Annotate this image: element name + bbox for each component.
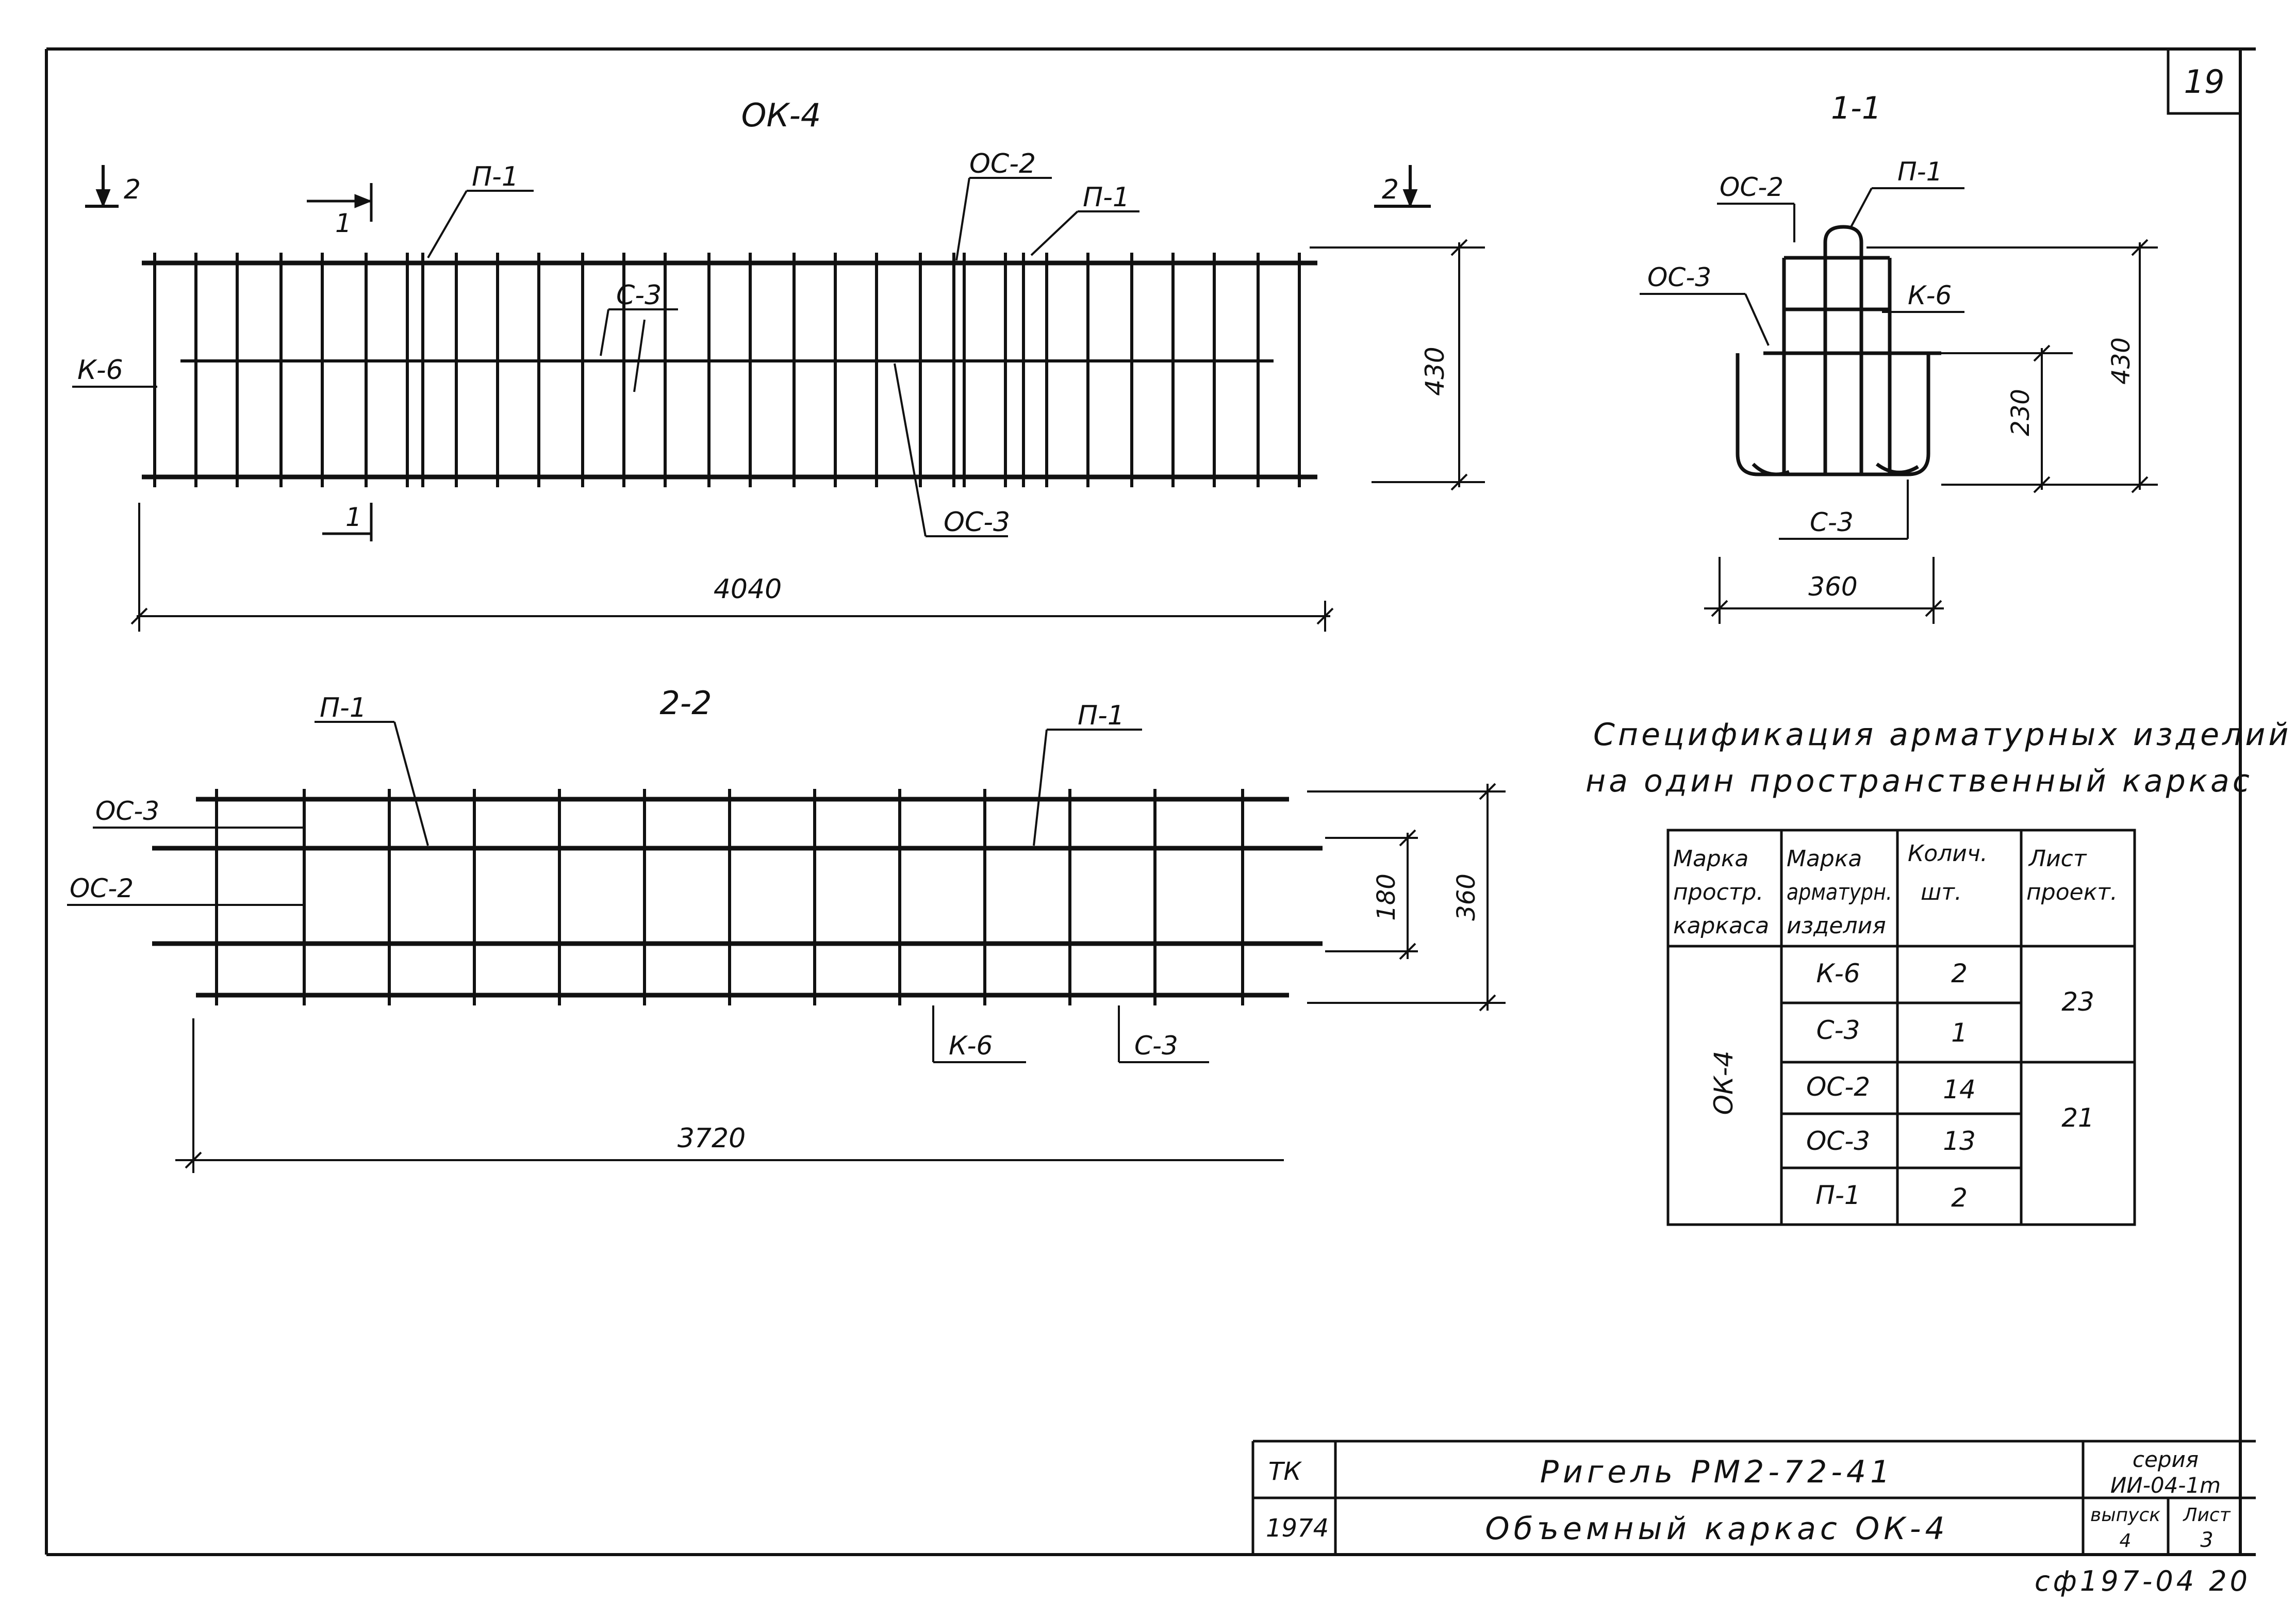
section-1-1: 1-1 ОС-2 П-1 ОС-3 К-6 С-3 [1640,90,2158,624]
sec2-label-p1-right: П-1 [1078,700,1125,731]
sec2-label-k6: К-6 [949,1031,993,1061]
main-label-os2: ОС-2 [969,148,1036,179]
section-mark-2-left-label: 2 [124,174,141,205]
sec2-label-p1-left: П-1 [320,692,367,723]
spec-row-3-mark: ОС-2 [1806,1072,1870,1102]
spec-row-3-qty: 14 [1943,1075,1976,1104]
spec-title-line2: на один пространственный каркас [1585,763,2253,799]
section-mark-2-left [85,165,119,208]
main-view: ОК-4 2 2 1 1 [72,96,1485,632]
spec-row-5-mark: П-1 [1815,1180,1860,1210]
spec-row-4-mark: ОС-3 [1806,1126,1870,1156]
sec1-dim-width: 360 [1808,572,1857,602]
title-block-year: 1974 [1266,1514,1329,1543]
main-label-p1-left: П-1 [472,161,519,192]
sec2-dim-inner: 180 [1372,873,1401,921]
cut-mark-1-bottom [322,503,373,541]
spec-frame-mark: ОК-4 [1709,1051,1739,1115]
frame-longitudinal-bars [142,260,1317,480]
spec-header-frame-1: Марка [1673,846,1748,872]
section-2-2-dimensions [175,783,1506,1173]
section-2-2-longitudinal [152,797,1323,998]
sheet-frame [45,47,2256,1556]
spec-title-line1: Спецификация арматурных изделий [1593,717,2291,753]
sec2-label-os3: ОС-3 [95,796,159,826]
title-block: ТК 1974 Ригель РМ2-72-41 Объемный каркас… [1251,1440,2256,1555]
title-block-series-value: ИИ-04-1m [2110,1473,2221,1498]
title-block-issue-value: 4 [2120,1530,2132,1552]
main-view-title: ОК-4 [741,96,821,134]
spec-header-sheet-1: Лист [2028,846,2087,872]
section-2-2: 2-2 П-1 П-1 ОС-3 ОС-2 К-6 С-3 [67,684,1506,1173]
section-2-2-title: 2-2 [659,684,712,722]
title-block-series-label: серия [2133,1447,2199,1472]
section-2-2-leaders [67,721,1209,1063]
main-label-p1-right: П-1 [1083,182,1130,213]
sec1-label-s3: С-3 [1810,507,1854,537]
cut-mark-1-top-label: 1 [335,208,352,238]
spec-sheet-group-2: 21 [2061,1103,2094,1133]
spec-row-1-mark: К-6 [1816,959,1860,988]
section-1-1-bars [1736,225,1941,476]
main-label-os3: ОС-3 [944,507,1010,538]
sec1-dim-total: 430 [2107,337,2136,385]
spec-header-item-2: арматурн. [1787,879,1892,905]
section-1-1-dimensions [1704,239,2158,624]
title-block-grid [1251,1440,2256,1555]
specification: Спецификация арматурных изделий на один … [1585,717,2291,1226]
spec-header-frame-2: простр. [1673,879,1763,905]
sec2-label-os2: ОС-2 [70,873,134,903]
spec-header-qty-1: Колич. [1908,840,1988,867]
frame-vertical-bars [153,253,1301,487]
title-block-line1: Ригель РМ2-72-41 [1540,1454,1894,1490]
spec-row-1-qty: 2 [1951,959,1968,988]
title-block-line2: Объемный каркас ОК-4 [1485,1511,1948,1547]
title-block-sheet-value: 3 [2200,1528,2213,1552]
main-dimensions [130,239,1485,632]
spec-row-5-qty: 2 [1951,1183,1968,1213]
spec-header-item-1: Марка [1787,846,1862,872]
spec-grid [1666,829,2136,1226]
main-dim-length: 4040 [714,574,782,605]
main-leaders [72,177,1139,537]
sec2-dim-length: 3720 [678,1123,746,1154]
spec-row-2-mark: С-3 [1816,1015,1860,1045]
section-1-1-leaders [1640,187,1964,540]
section-mark-2-right-label: 2 [1382,174,1399,205]
main-label-s3: С-3 [616,280,662,311]
cut-mark-1-bottom-label: 1 [345,502,362,532]
main-label-k6: К-6 [77,355,123,386]
spec-sheet-group-1: 23 [2061,987,2094,1017]
footer-code: сф197-04 20 [2035,1565,2251,1597]
section-mark-2-right [1374,165,1431,208]
section-1-1-title: 1-1 [1831,90,1881,126]
title-block-sheet-label: Лист [2182,1505,2231,1526]
spec-header-sheet-2: проект. [2026,879,2118,905]
cut-mark-1-top [307,183,373,222]
spec-row-2-qty: 1 [1951,1018,1968,1048]
sec2-dim-total: 360 [1452,873,1481,921]
sec1-label-p1: П-1 [1897,157,1942,187]
spec-header-item-3: изделия [1787,913,1886,939]
spec-row-4-qty: 13 [1943,1126,1976,1156]
sec1-dim-inner: 230 [2006,389,2035,436]
sec1-label-k6: К-6 [1908,280,1952,310]
title-block-issue-label: выпуск [2090,1505,2160,1526]
sec1-label-os3: ОС-3 [1647,262,1711,292]
main-dim-height: 430 [1420,346,1450,395]
sec1-label-os2: ОС-2 [1720,172,1783,202]
title-block-org: ТК [1268,1457,1302,1486]
sec2-label-s3: С-3 [1134,1031,1178,1061]
section-2-2-vertical-bars [215,789,1244,1005]
spec-header-frame-3: каркаса [1673,913,1769,939]
sheet-number: 19 [2184,63,2225,101]
spec-header-qty-2: шт. [1921,879,1962,905]
